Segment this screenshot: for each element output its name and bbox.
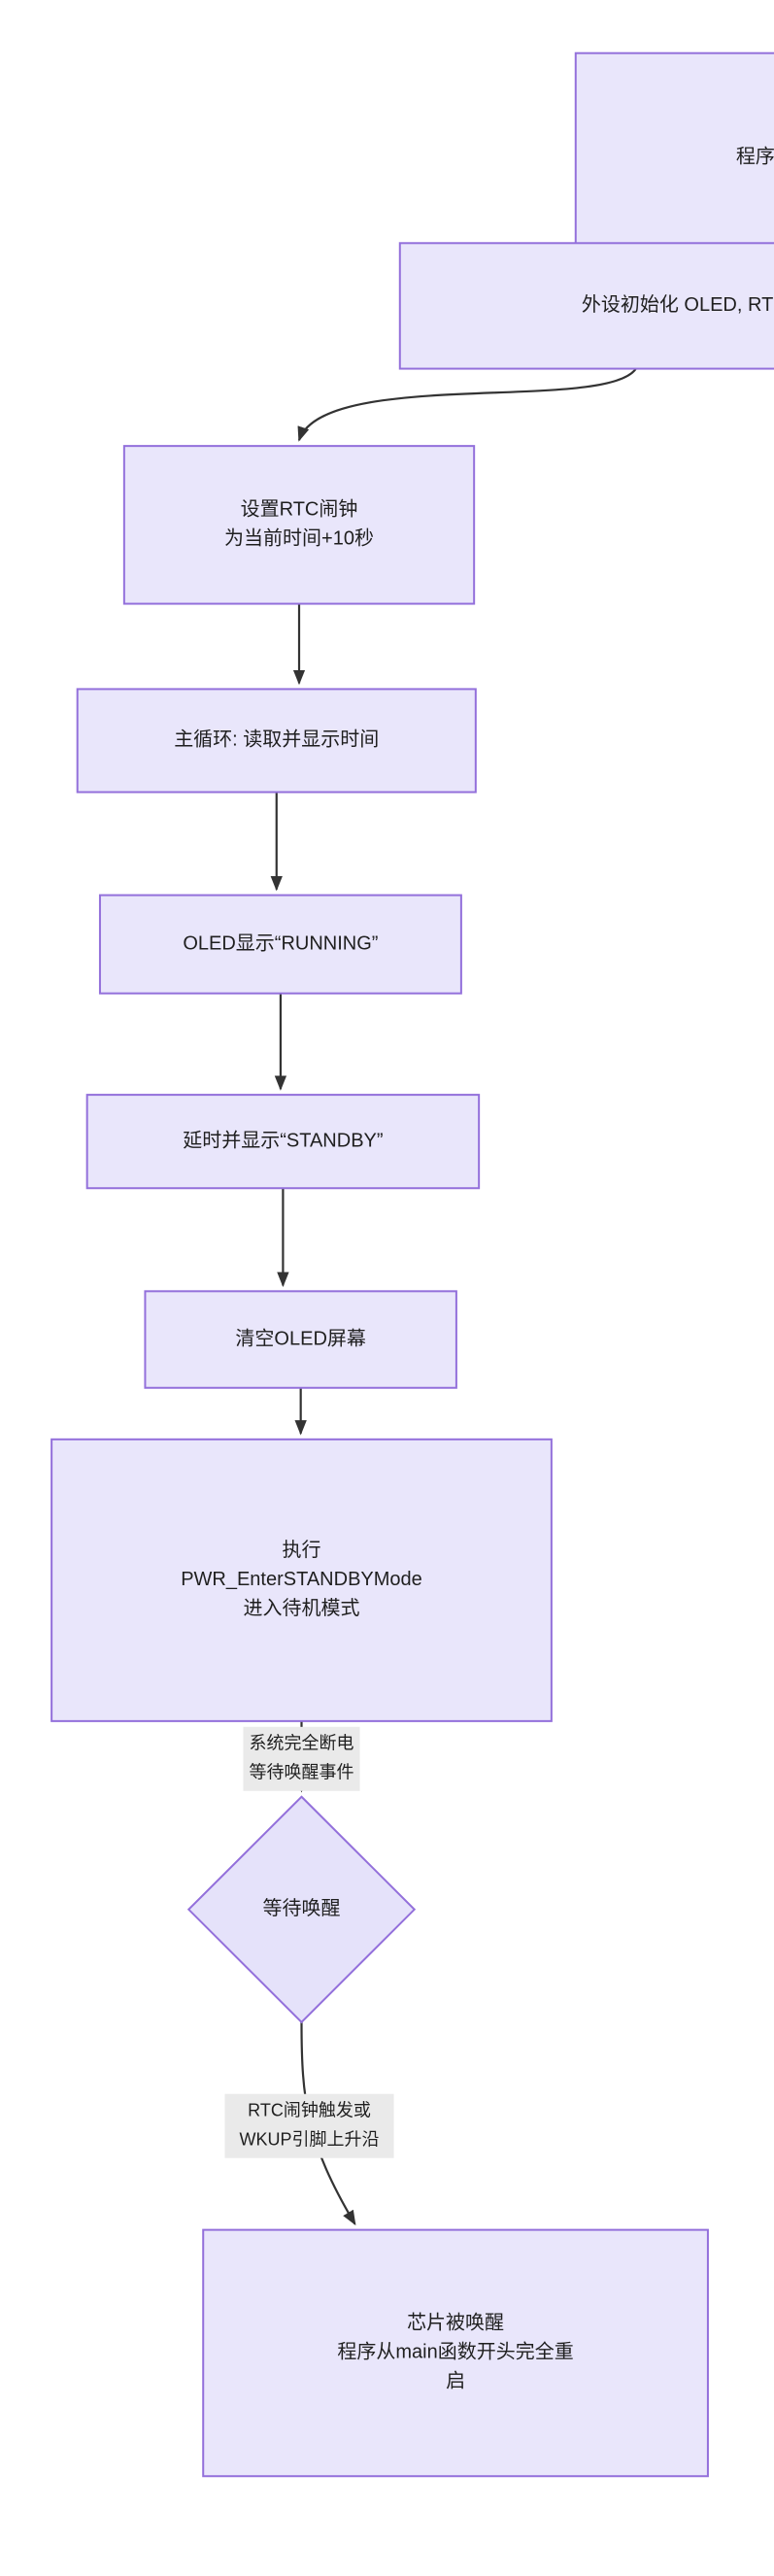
node-label-delay-standby: 延时并显示“STANDBY” bbox=[183, 1129, 383, 1151]
edge-label-background bbox=[243, 1726, 360, 1791]
node-label-chip-wakeup: 启 bbox=[446, 2370, 465, 2392]
flow-node-clear-oled[interactable]: 清空OLED屏幕 bbox=[144, 1290, 457, 1389]
node-label-wait-wakeup: 等待唤醒 bbox=[262, 1897, 340, 1919]
node-shape-rect bbox=[50, 1438, 553, 1722]
nodes-layer: 程序启动外设初始化 OLED, RTC等设置RTC闹钟为当前时间+10秒主循环:… bbox=[50, 51, 774, 2478]
node-label-clear-oled: 清空OLED屏幕 bbox=[235, 1327, 365, 1349]
node-shape-diamond bbox=[186, 1795, 417, 2024]
flow-node-main-loop[interactable]: 主循环: 读取并显示时间 bbox=[76, 688, 477, 794]
node-shape-rect bbox=[76, 688, 477, 794]
node-label-oled-running: OLED显示“RUNNING” bbox=[183, 932, 378, 954]
node-shape-rect bbox=[85, 1094, 481, 1190]
flow-node-wait-wakeup[interactable]: 等待唤醒 bbox=[186, 1795, 417, 2024]
node-label-chip-wakeup: 程序从main函数开头完全重 bbox=[337, 2341, 573, 2363]
node-label-main-loop: 主循环: 读取并显示时间 bbox=[174, 729, 379, 751]
flow-node-delay-standby[interactable]: 延时并显示“STANDBY” bbox=[85, 1094, 481, 1190]
flow-edge-e2 bbox=[297, 367, 637, 442]
edge-label-e9: WKUP引脚上升沿 bbox=[239, 2129, 379, 2149]
flow-node-enter-standby[interactable]: 执行 PWR_EnterSTANDBYMode 进入待机模式 bbox=[50, 1438, 553, 1722]
edges-layer bbox=[270, 235, 774, 2226]
edge-label-background bbox=[224, 2093, 394, 2158]
node-shape-rect bbox=[122, 445, 476, 605]
node-shape-rect bbox=[144, 1290, 457, 1389]
edge-label-e8: 等待唤醒事件 bbox=[249, 1763, 353, 1782]
node-label-init: 外设初始化 OLED, RTC等 bbox=[582, 293, 774, 316]
edge-label-e9: RTC闹钟触发或 bbox=[248, 2100, 371, 2119]
node-label-enter-standby: 进入待机模式 bbox=[243, 1597, 359, 1619]
edge-label-e8: 系统完全断电 bbox=[249, 1734, 353, 1753]
node-shape-rect bbox=[202, 2228, 709, 2478]
node-label-start: 程序启动 bbox=[736, 146, 774, 168]
node-label-set-alarm: 为当前时间+10秒 bbox=[224, 527, 374, 550]
node-label-enter-standby: PWR_EnterSTANDBYMode bbox=[181, 1569, 422, 1590]
node-label-enter-standby: 执行 bbox=[282, 1539, 320, 1561]
node-shape-rect bbox=[574, 51, 774, 264]
node-label-chip-wakeup: 芯片被唤醒 bbox=[407, 2312, 504, 2334]
node-shape-rect bbox=[98, 894, 462, 995]
node-shape-rect bbox=[398, 242, 774, 370]
node-label-set-alarm: 设置RTC闹钟 bbox=[241, 498, 358, 521]
flow-node-start[interactable]: 程序启动 bbox=[574, 51, 774, 264]
flow-node-init[interactable]: 外设初始化 OLED, RTC等 bbox=[398, 242, 774, 370]
flow-node-oled-running[interactable]: OLED显示“RUNNING” bbox=[98, 894, 462, 995]
